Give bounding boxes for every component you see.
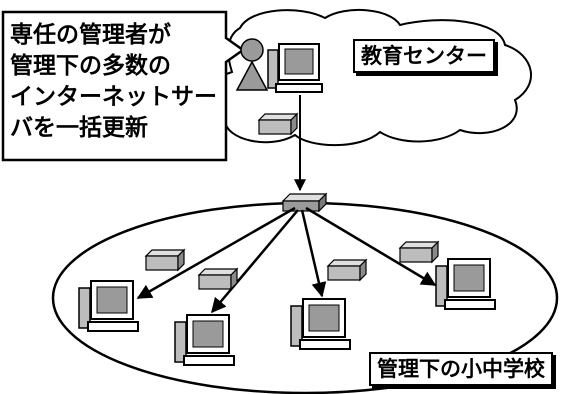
update-package-icon [398,240,440,264]
managed-schools-label: 管理下の小中学校 [369,352,553,386]
center-computer-icon [267,43,323,93]
update-package-icon [257,112,299,136]
update-package-icon [197,267,239,291]
update-package-icon [326,258,368,282]
callout-text: 専任の管理者が 管理下の多数の インターネットサー バを一括更新 [10,20,230,144]
network-hub-icon [281,192,328,213]
education-center-label: 教育センター [353,39,495,73]
callout-line: 専任の管理者が [10,22,171,48]
school-computer-icon [290,298,351,350]
callout-line: インターネットサー [10,84,217,110]
hub-to-school-arrows [136,206,437,314]
update-package-icon [144,248,186,272]
callout-line: バを一括更新 [10,115,148,141]
school-computer-icon [174,314,235,366]
callout-box [1,10,246,162]
callout-line: 管理下の多数の [10,53,171,79]
school-computer-icon [78,280,139,332]
administrator-person-icon [235,38,269,91]
school-computer-icon [435,258,496,310]
